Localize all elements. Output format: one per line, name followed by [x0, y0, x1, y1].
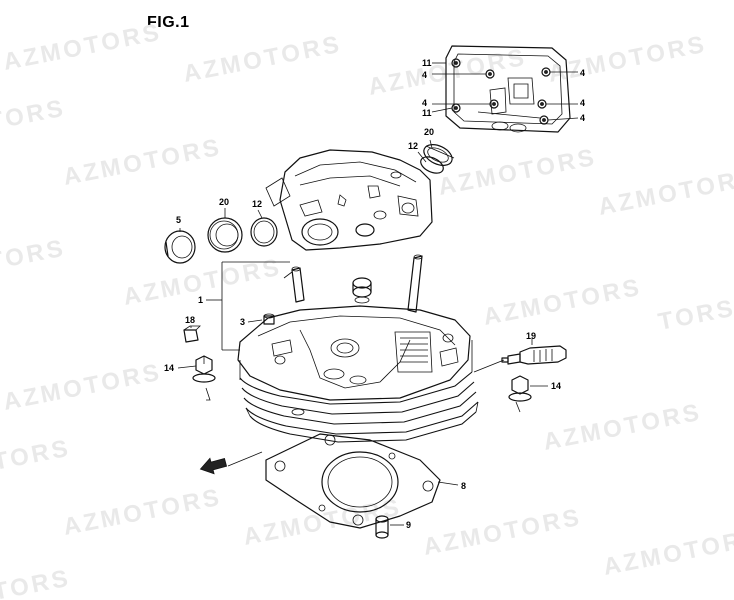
cooling-fins: [239, 340, 479, 443]
bolt-part-18: [183, 325, 201, 343]
callout-14: 14: [164, 363, 174, 373]
cap-part-small: [352, 277, 372, 304]
callout-5: 5: [176, 215, 181, 225]
spark-plug-part-19: [473, 345, 567, 373]
callout-19: 19: [526, 331, 536, 341]
nut-washer-part-14-right: [508, 375, 532, 413]
callout-20: 20: [424, 127, 434, 137]
callout-3: 3: [240, 317, 245, 327]
callout-4: 4: [422, 70, 427, 80]
watermark: AZMOTORS: [541, 399, 704, 456]
callout-20: 20: [219, 197, 229, 207]
callout-1: 1: [198, 295, 203, 305]
seal-part-20: [207, 217, 243, 253]
valve-stud-left: [283, 266, 305, 303]
head-gasket-part-8: [265, 433, 441, 529]
callout-11: 11: [422, 58, 432, 68]
rocker-housing: [265, 149, 433, 251]
valve-stud-right: [407, 254, 423, 313]
watermark: AZMOTORS: [546, 31, 709, 88]
watermark-layer: AZMOTORS AZMOTORS AZMOTORS AZMOTORS TORS…: [0, 19, 734, 600]
watermark: AZMOTORS: [1, 19, 164, 76]
cylinder-head: [237, 305, 471, 401]
callout-4: 4: [580, 113, 585, 123]
bracket-part-1: [205, 261, 290, 401]
nut-washer-part-14-left: [192, 355, 216, 383]
callout-14: 14: [551, 381, 561, 391]
watermark: AZMOTORS: [481, 274, 644, 331]
callout-12: 12: [408, 141, 418, 151]
callout-labels: 11 4 4 4 11 4 4 20 12 5 20 12 1 18 3 14 …: [164, 58, 585, 530]
dowel-part-3: [263, 313, 275, 325]
o-ring-part-12: [250, 217, 278, 247]
watermark: AZMOTORS: [436, 144, 599, 201]
watermark: TORS: [0, 234, 68, 275]
watermark: AZMOTORS: [421, 504, 584, 561]
callout-4: 4: [580, 68, 585, 78]
watermark: AZMOTORS: [181, 31, 344, 88]
callout-9: 9: [406, 520, 411, 530]
callout-4: 4: [422, 98, 427, 108]
watermark: AZMOTORS: [61, 484, 224, 541]
callout-18: 18: [185, 315, 195, 325]
leader-lines: [177, 62, 579, 526]
ring-part-5: [164, 230, 196, 264]
callout-12: 12: [252, 199, 262, 209]
cylinder-head-cover-plate: [445, 45, 571, 133]
watermark: AZMOTORS: [601, 524, 734, 581]
dowel-part-9: [375, 515, 389, 539]
callout-8: 8: [461, 481, 466, 491]
watermark: TORS: [0, 94, 68, 135]
watermark: AZMOTORS: [61, 134, 224, 191]
figure-title: FIG.1: [147, 14, 190, 31]
callout-11: 11: [422, 108, 432, 118]
watermark: AZMOTORS: [596, 164, 734, 221]
front-direction-arrow: [199, 451, 263, 475]
watermark: TORS: [0, 564, 73, 600]
watermark: TORS: [0, 434, 73, 475]
watermark: AZMOTORS: [366, 44, 529, 101]
watermark: AZMOTORS: [1, 359, 164, 416]
callout-4: 4: [580, 98, 585, 108]
watermark: TORS: [656, 294, 734, 335]
seal-ring-upper: [420, 144, 455, 174]
